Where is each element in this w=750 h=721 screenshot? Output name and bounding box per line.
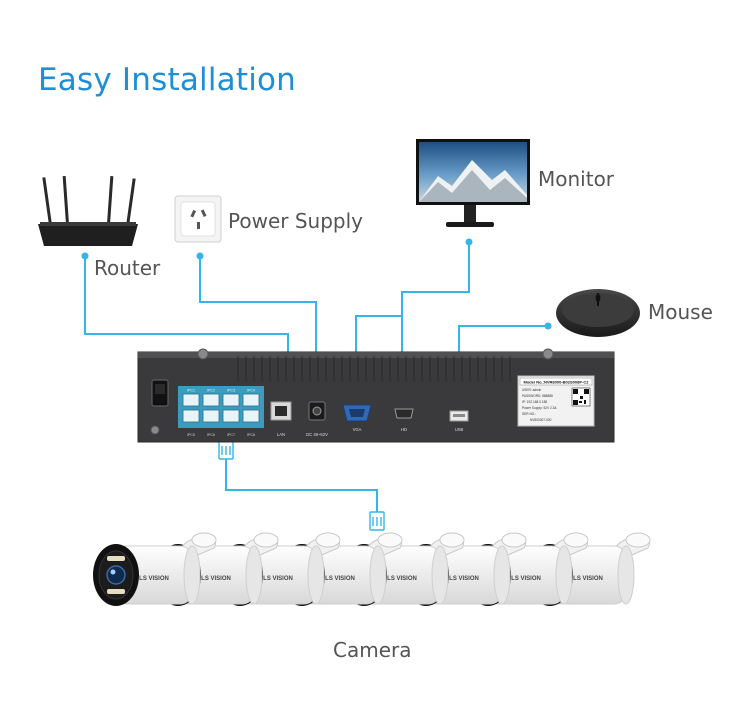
page-title: Easy Installation bbox=[38, 62, 297, 98]
camera-brand-label: LS VISION bbox=[263, 576, 293, 582]
poe-bottom-label: IPC6 bbox=[207, 433, 215, 437]
sticker-line: PASSWORD: 888888 bbox=[522, 394, 553, 398]
poe-top-label: IPC3 bbox=[227, 389, 235, 393]
poe-bottom-label: IPC7 bbox=[227, 433, 235, 437]
sticker-line: SER NO.: bbox=[522, 412, 536, 416]
cable-dots bbox=[81, 238, 552, 330]
camera-brand-label: LS VISION bbox=[139, 576, 169, 582]
camera-brand-label: LS VISION bbox=[201, 576, 231, 582]
poe-top-label: IPC4 bbox=[247, 389, 255, 393]
bullet-camera-icon: LS VISION bbox=[93, 532, 217, 606]
model-label: Model No.:NVR8000-B02S008P-C2 bbox=[524, 380, 590, 385]
nvr-recorder: IPC1 IPC2 IPC3 IPC4 IPC5 IPC6 IPC7 IPC8 … bbox=[137, 348, 615, 443]
rj45-plug-camera-side bbox=[369, 511, 385, 531]
port-label-vga: VGA bbox=[353, 427, 362, 432]
serial-number: NV800007-000 bbox=[530, 418, 552, 422]
qr-code-icon bbox=[571, 387, 591, 407]
camera-brand-label: LS VISION bbox=[325, 576, 355, 582]
camera-brand-label: LS VISION bbox=[511, 576, 541, 582]
camera-brand-label: LS VISION bbox=[449, 576, 479, 582]
power-socket-icon bbox=[174, 195, 222, 243]
camera-row: LS VISION LS VISION LS VISION LS VISION LS V… bbox=[93, 532, 651, 606]
port-label-lan: LAN bbox=[277, 432, 285, 437]
camera-brand-label: LS VISION bbox=[573, 576, 603, 582]
poe-bottom-label: IPC8 bbox=[247, 433, 255, 437]
poe-top-label: IPC2 bbox=[207, 389, 215, 393]
camera-label: Camera bbox=[333, 638, 412, 662]
sticker-line: Power Supply: 52V 2.3A bbox=[522, 406, 557, 410]
poe-bottom-label: IPC5 bbox=[187, 433, 195, 437]
port-label-usb: USB bbox=[455, 427, 464, 432]
camera-brand-label: LS VISION bbox=[387, 576, 417, 582]
power-supply-label: Power Supply bbox=[228, 209, 363, 233]
monitor-icon bbox=[416, 139, 530, 227]
mouse-icon bbox=[556, 289, 640, 337]
router-label: Router bbox=[94, 256, 161, 280]
camera-cable bbox=[225, 458, 378, 512]
port-label-dc: DC 48~52V bbox=[306, 432, 328, 437]
monitor-label: Monitor bbox=[538, 167, 615, 191]
port-label-hd: HD bbox=[401, 427, 407, 432]
poe-top-label: IPC1 bbox=[187, 389, 195, 393]
rj45-plug-nvr-side bbox=[218, 440, 234, 460]
sticker-line: USER: admin bbox=[522, 388, 542, 392]
router-icon bbox=[38, 175, 138, 246]
mouse-label: Mouse bbox=[648, 300, 713, 324]
sticker-line: IP: 192.168.0.188 bbox=[522, 400, 547, 404]
